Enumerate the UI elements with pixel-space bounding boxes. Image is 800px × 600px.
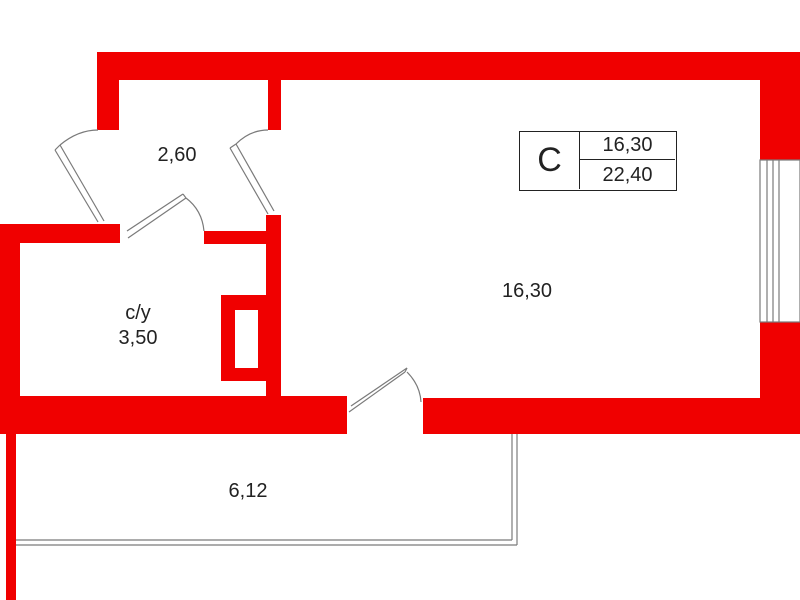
balcony-door: [348, 367, 422, 413]
main-room-area-label: 16,30: [501, 280, 553, 302]
entrance-door: [54, 129, 105, 223]
wall-right-upper: [760, 52, 800, 160]
hall-area-label: 2,60: [157, 144, 197, 166]
doors: [54, 129, 422, 413]
legend-living-area: 16,30: [580, 132, 675, 160]
balcony-area-label: 6,12: [228, 480, 268, 502]
wall-top: [97, 52, 800, 80]
wall-hall-left: [97, 52, 119, 130]
wall-bath-left: [0, 224, 20, 434]
wall-partition-stub: [268, 75, 281, 130]
wall-bath-right: [266, 215, 281, 398]
wall-balcony-left: [6, 430, 16, 600]
wall-bath-top-right: [204, 231, 276, 244]
balcony-outline: [16, 434, 518, 546]
room-door: [229, 129, 275, 215]
shaft: [221, 295, 269, 381]
wall-bottom-left: [0, 396, 347, 434]
legend-total-area: 22,40: [602, 163, 653, 186]
legend-letter: С: [520, 132, 580, 189]
wall-bottom-right: [423, 398, 800, 434]
walls: [0, 52, 800, 600]
area-legend: С 16,30 22,40: [519, 131, 677, 191]
bathroom-area-label: 3,50: [118, 327, 158, 349]
wall-bath-top-left: [0, 224, 120, 243]
window: [759, 159, 800, 323]
bathroom-name-label: с/у: [125, 302, 151, 324]
bathroom-door: [126, 193, 205, 239]
